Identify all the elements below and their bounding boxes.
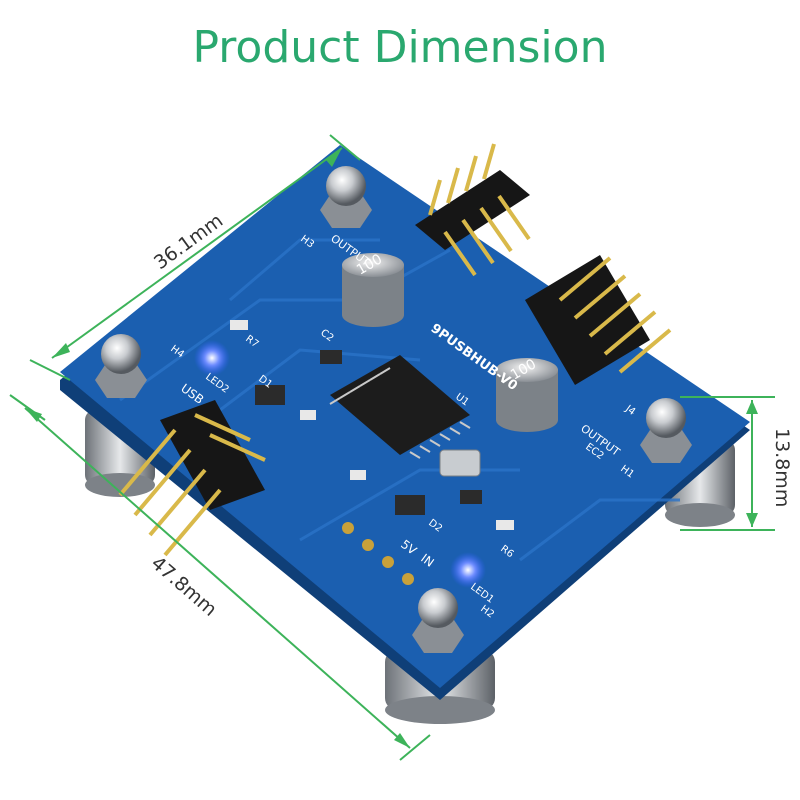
pin-header-top <box>415 143 531 277</box>
pin-header-right <box>525 255 672 385</box>
dimension-left-label: 47.8mm <box>147 552 221 621</box>
cap-nut-right <box>640 398 692 463</box>
usb-hub-chip <box>329 355 471 459</box>
led-2 <box>450 552 486 588</box>
led-1 <box>194 340 230 376</box>
dimension-left <box>9 394 431 761</box>
dimension-height <box>680 396 775 531</box>
cap-nut-bottom <box>412 588 464 653</box>
cap-nut-top <box>320 166 372 228</box>
dimension-height-label: 13.8mm <box>771 428 793 507</box>
capacitor-2 <box>496 358 558 432</box>
page-title: Product Dimension <box>192 22 608 73</box>
dimension-top <box>29 134 361 381</box>
pin-header-usb <box>118 400 266 557</box>
cap-nut-left <box>95 334 147 398</box>
capacitor-1 <box>342 253 404 327</box>
